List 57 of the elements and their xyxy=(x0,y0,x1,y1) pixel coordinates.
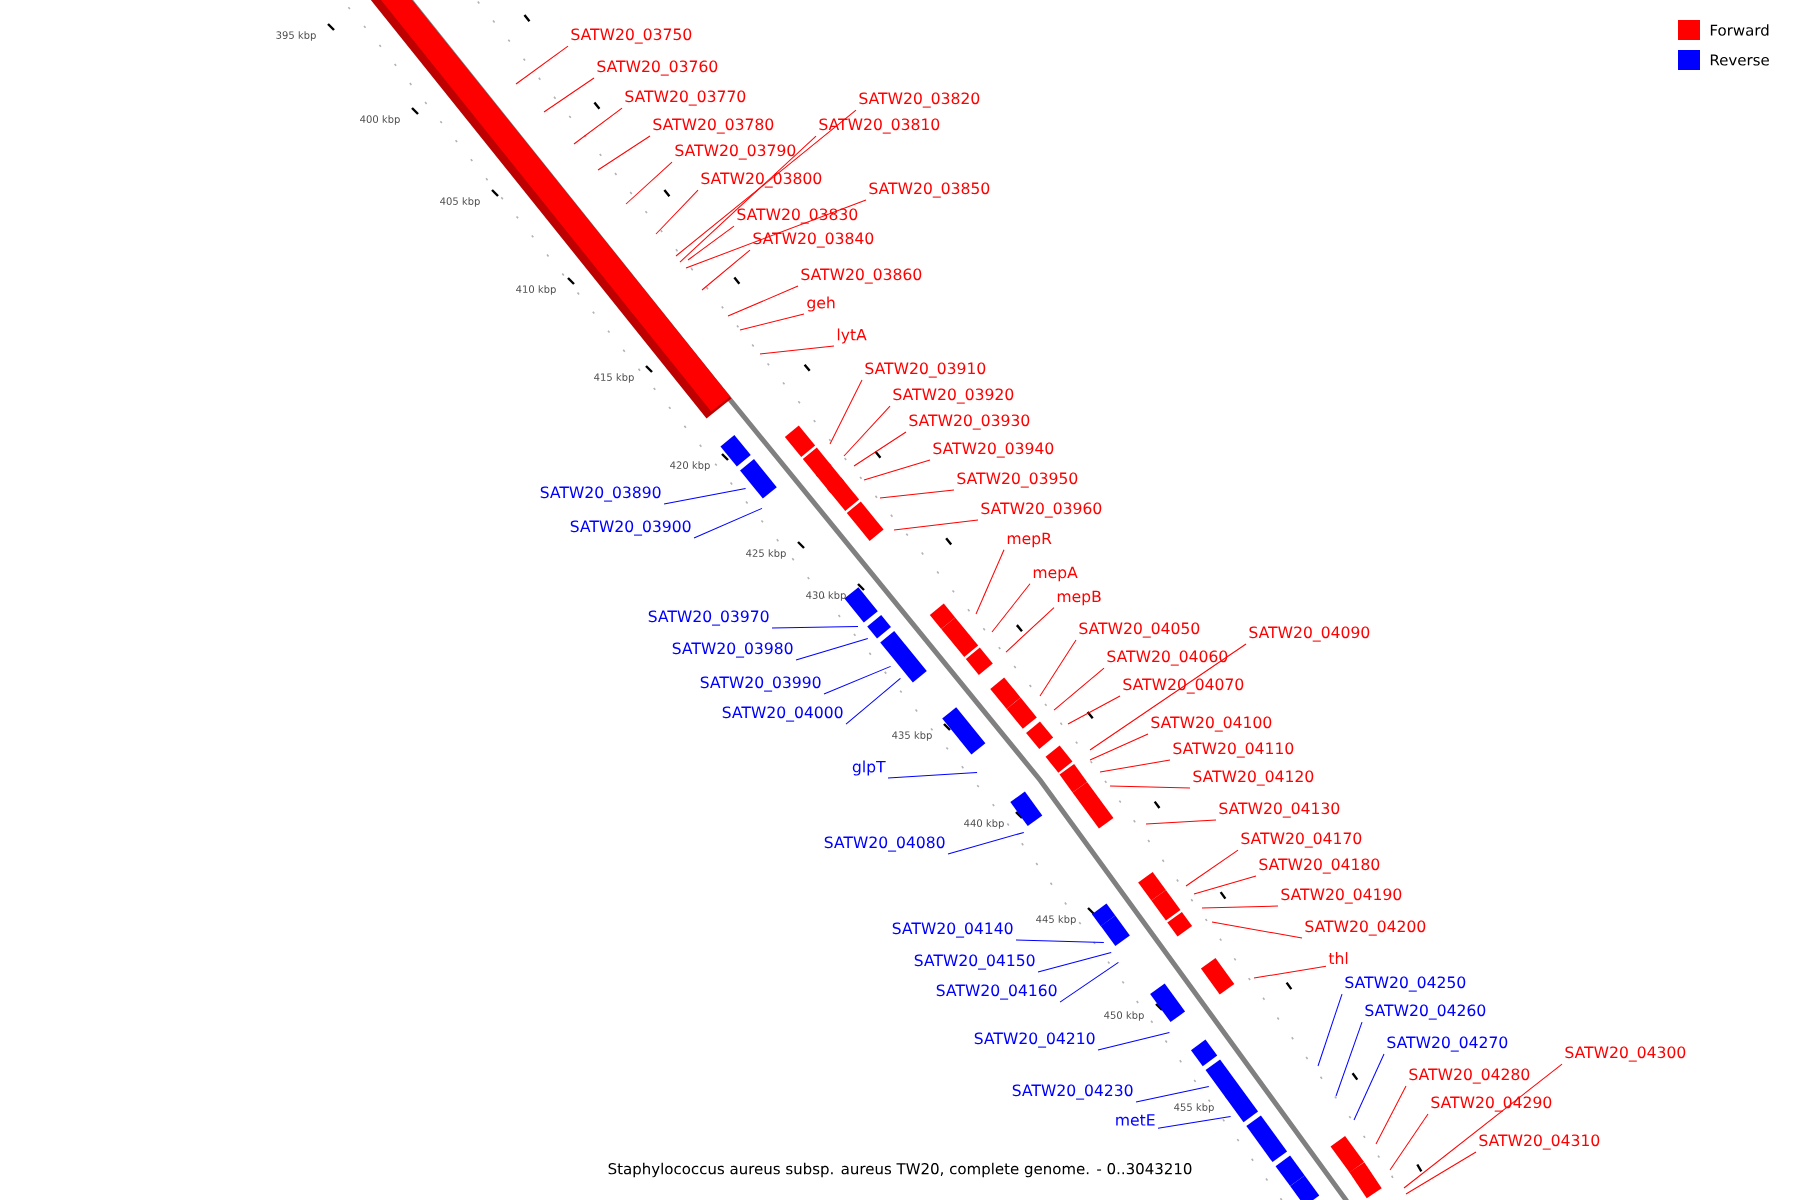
leader-line xyxy=(1097,1031,1170,1051)
leader-line xyxy=(679,135,817,263)
leader-line xyxy=(597,135,651,171)
leader-line xyxy=(843,405,891,457)
leader-line xyxy=(845,677,901,725)
leader-line xyxy=(739,313,805,331)
leader-line xyxy=(727,285,799,317)
leader-line xyxy=(893,519,979,531)
leader-line xyxy=(1005,607,1055,653)
leader-line xyxy=(975,549,1005,615)
leader-line xyxy=(853,431,907,467)
leader-line xyxy=(829,379,863,445)
leader-line xyxy=(1089,733,1149,761)
leader-line xyxy=(887,771,978,779)
leader-line xyxy=(863,459,931,481)
leader-line xyxy=(795,637,869,661)
leader-line xyxy=(1317,993,1343,1067)
leader-line xyxy=(1015,939,1105,943)
leader-line xyxy=(543,77,595,113)
leader-line xyxy=(1185,849,1239,887)
leader-line xyxy=(685,199,867,269)
leader-line xyxy=(1157,1115,1232,1129)
leader-line xyxy=(1037,951,1112,973)
leader-line xyxy=(1067,695,1121,725)
leader-line xyxy=(1193,875,1257,895)
leader-line xyxy=(693,507,763,539)
leader-line xyxy=(515,45,569,85)
leader-line xyxy=(1109,785,1191,789)
leader-line xyxy=(879,489,955,499)
leader-line xyxy=(1405,1151,1477,1195)
leader-line xyxy=(1389,1113,1429,1171)
leader-line xyxy=(1375,1085,1407,1145)
leader-line xyxy=(1059,961,1119,1003)
leader-line xyxy=(675,109,857,257)
leader-line xyxy=(1039,639,1077,697)
leader-line xyxy=(663,487,747,505)
leader-line xyxy=(1335,1021,1363,1097)
leader-line xyxy=(1211,921,1303,939)
leader-line xyxy=(823,665,892,695)
leader-line xyxy=(947,831,1025,855)
leader-line xyxy=(701,249,751,291)
leader-line xyxy=(759,345,835,355)
leader-line xyxy=(1201,905,1279,909)
leader-line xyxy=(1089,643,1247,751)
leader-line xyxy=(1099,759,1171,773)
leader-line xyxy=(1145,819,1217,825)
leader-line xyxy=(1053,667,1105,711)
leader-line xyxy=(1403,1063,1563,1189)
leader-line xyxy=(573,107,623,145)
leader-line xyxy=(1253,965,1327,979)
leader-line xyxy=(991,583,1031,633)
leader-line xyxy=(655,189,699,235)
leader-line xyxy=(1353,1053,1385,1121)
leader-line xyxy=(687,225,735,261)
leader-line xyxy=(625,161,673,205)
leader-line xyxy=(1135,1085,1210,1103)
leader-line xyxy=(771,625,859,629)
